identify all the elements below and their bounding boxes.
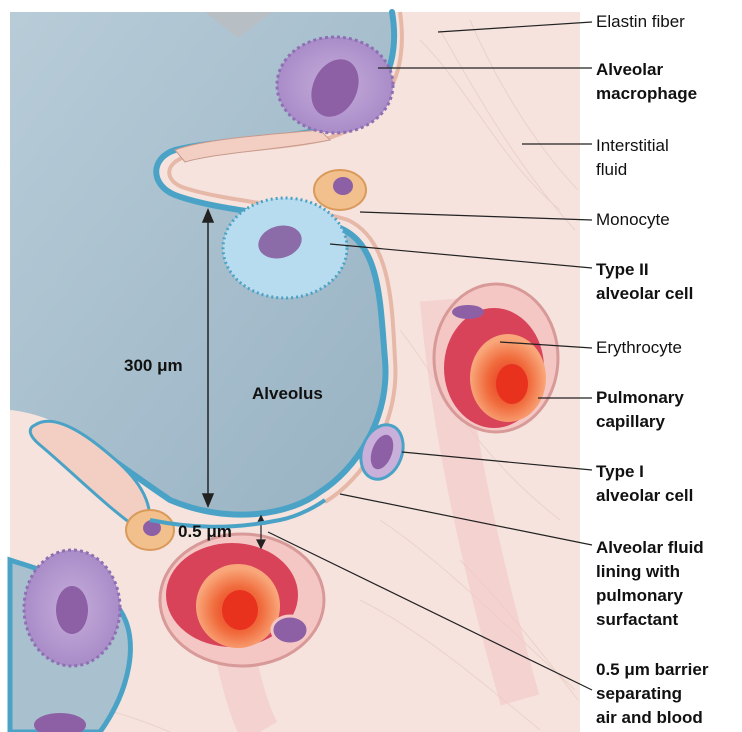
type-ii-alveolar-cell (223, 198, 347, 298)
pulmonary-capillary-label: Pulmonary capillary (596, 386, 684, 434)
alveolus-label: Alveolus (252, 384, 323, 404)
interstitial-fluid-label: Interstitial fluid (596, 134, 669, 182)
type-ii-alveolar-cell-label: Type II alveolar cell (596, 258, 693, 306)
elastin-fiber-label: Elastin fiber (596, 10, 685, 34)
alveolar-macrophage (277, 37, 393, 133)
type-i-alveolar-cell-label: Type I alveolar cell (596, 460, 693, 508)
monocyte-label: Monocyte (596, 208, 670, 232)
monocyte-lower (126, 510, 174, 550)
alveolar-fluid-lining-label: Alveolar fluid lining with pulmonary sur… (596, 536, 704, 632)
alveolar-macrophage-lower (24, 550, 120, 666)
barrier-label: 0.5 μm (178, 522, 232, 542)
distance-label: 300 μm (124, 356, 183, 376)
monocyte (314, 170, 366, 210)
barrier-description-label: 0.5 μm barrier separating air and blood (596, 658, 708, 730)
erythrocyte (470, 334, 546, 422)
alveolar-macrophage-label: Alveolar macrophage (596, 58, 697, 106)
erythrocyte-label: Erythrocyte (596, 336, 682, 360)
